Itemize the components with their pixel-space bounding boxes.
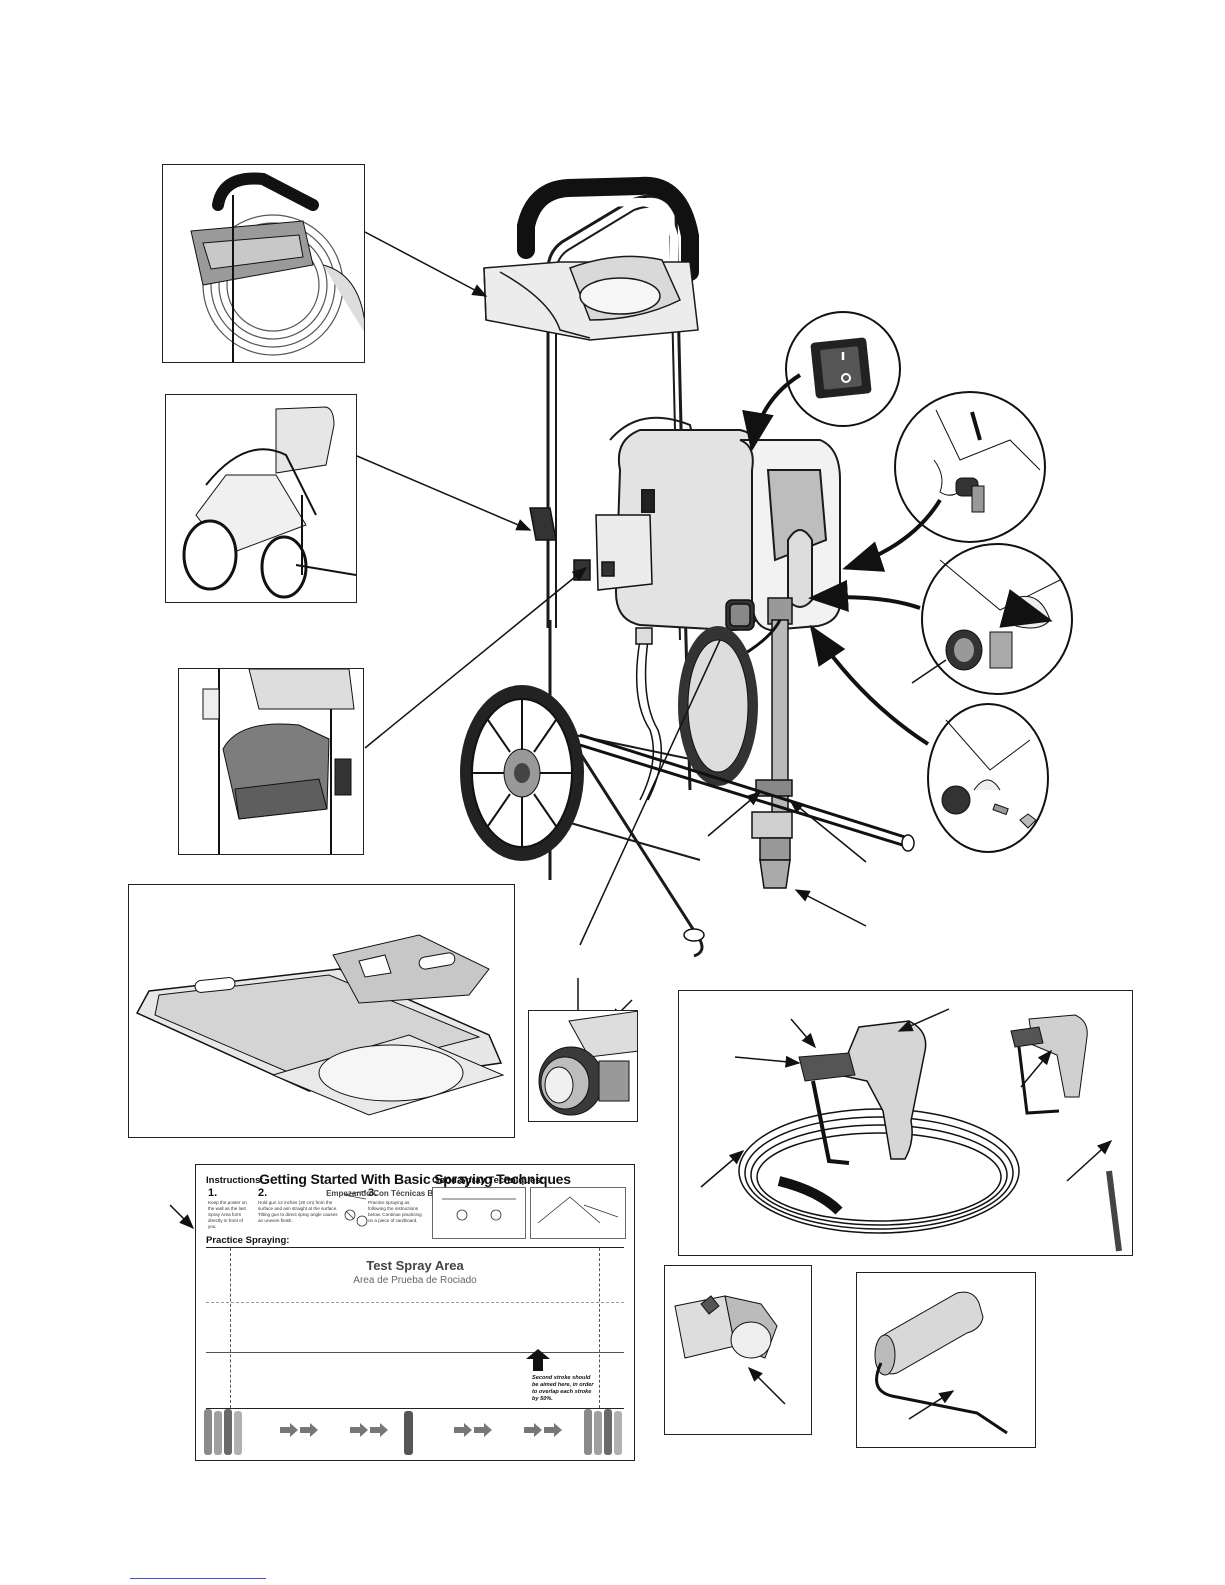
good-techniques-heading: Good Spray Techniques: (432, 1175, 544, 1186)
step-1-text: Keep the poster on the wall as the last … (208, 1200, 247, 1229)
overlap-arrow-icon (526, 1349, 550, 1371)
frame-clip (529, 507, 591, 581)
test-spray-area-subtitle: Area de Prueba de Rociado (353, 1275, 477, 1286)
filter-housing (595, 514, 653, 591)
right-wheel (678, 626, 758, 786)
cart-overview-panel (165, 394, 357, 603)
hose-rack-illustration (190, 172, 364, 362)
sheet-subtitle: Empezando Con Técnicas Básicas De Rociad… (326, 1189, 504, 1198)
cart-overview-illustration (182, 406, 356, 599)
paint-roller-illustration (874, 1291, 1008, 1435)
test-spray-area (206, 1247, 624, 1409)
good-technique-diagram-1 (432, 1187, 526, 1239)
footer-link-underline[interactable] (130, 1578, 266, 1579)
spray-motion-figures (204, 1409, 622, 1455)
power-cord (635, 627, 663, 801)
filter-cover-panel (178, 668, 364, 855)
prime-valve-callout (894, 391, 1046, 543)
step-1-number: 1. (208, 1187, 218, 1199)
spray-gun-panel (678, 990, 1133, 1256)
test-spray-area-title: Test Spray Area (366, 1258, 464, 1273)
instructions-heading: Instructions: (206, 1175, 264, 1186)
pressure-control-callout (921, 543, 1073, 695)
paint-trays-illustration (135, 934, 505, 1116)
filter-cover-illustration (202, 669, 355, 854)
gun-angle-diagram (343, 1190, 368, 1227)
second-stroke-note: Second stroke should be aimed here, in o… (532, 1375, 594, 1402)
spray-technique-sheet: Getting Started With Basic Spraying Tech… (195, 1164, 635, 1461)
hose-rack-panel (162, 164, 365, 363)
handle-grip (517, 176, 699, 281)
step-3-text: Practice spraying as following the instr… (368, 1200, 422, 1223)
paint-trays-panel (128, 884, 515, 1138)
practice-heading: Practice Spraying: (206, 1235, 290, 1246)
pressure-knob-panel (528, 1010, 638, 1122)
step-3-number: 3. (368, 1187, 378, 1199)
left-wheel (460, 685, 584, 861)
pressure-knob-illustration (538, 1011, 637, 1116)
paint-roller-panel (856, 1272, 1036, 1448)
sheet-title: Getting Started With Basic Spraying Tech… (259, 1171, 571, 1187)
outlet-plug-callout (927, 703, 1049, 853)
step-2-text: Hold gun 12 inches (30 cm) from the surf… (258, 1200, 338, 1223)
tip-guard-illustration (674, 1295, 786, 1405)
good-technique-diagram-2 (530, 1187, 626, 1239)
step-2-number: 2. (258, 1187, 268, 1199)
spray-gun-illustration (700, 1008, 1122, 1252)
power-switch-callout (785, 311, 901, 427)
hose-tray (483, 255, 699, 341)
tip-guard-panel (664, 1265, 812, 1435)
